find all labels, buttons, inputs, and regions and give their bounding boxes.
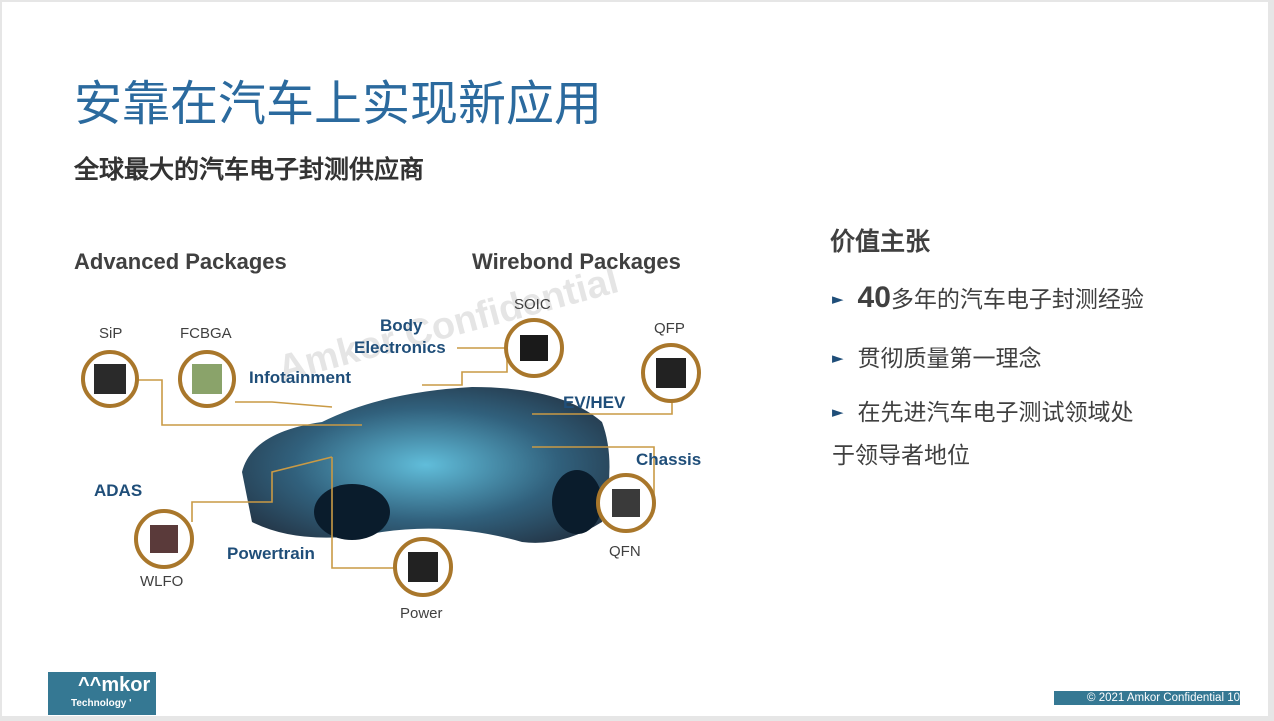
car-image (242, 387, 610, 543)
value-title: 价值主张 (830, 227, 931, 256)
value-item-1: ►40多年的汽车电子封测经验 (832, 281, 1144, 314)
bullet-icon: ► (832, 403, 844, 421)
bullet-icon: ► (832, 290, 844, 308)
amkor-logo: ^^mkor Technology ' (48, 672, 156, 715)
sip-label: SiP (99, 325, 123, 342)
power-label: Power (400, 605, 443, 622)
connector-lines (137, 347, 673, 569)
page-subtitle: 全球最大的汽车电子封测供应商 (74, 155, 425, 184)
adas-label: ADAS (94, 481, 143, 500)
evhev-label: EV/HEV (563, 393, 626, 412)
value-item-3-cont: 于领导者地位 (832, 443, 970, 469)
body-label: Body (380, 316, 423, 335)
powertrain-label: Powertrain (227, 544, 315, 563)
footer-confidential: © 2021 Amkor Confidential 10 (1054, 691, 1240, 705)
qfn-label: QFN (609, 543, 641, 560)
infotainment-label: Infotainment (249, 368, 351, 387)
qfp-label: QFP (654, 320, 685, 337)
page-title: 安靠在汽车上实现新应用 (74, 76, 603, 132)
chassis-label: Chassis (636, 450, 702, 469)
value-item-2: ►贯彻质量第一理念 (832, 346, 1042, 372)
value-item-3: ►在先进汽车电子测试领域处 (832, 400, 1134, 426)
electronics-label: Electronics (354, 338, 446, 357)
bullet-icon: ► (832, 349, 844, 367)
fcbga-label: FCBGA (180, 325, 232, 342)
advanced-packages-label: Advanced Packages (74, 249, 287, 274)
wlfo-label: WLFO (140, 573, 184, 590)
wirebond-packages-label: Wirebond Packages (472, 249, 681, 274)
soic-label: SOIC (514, 296, 551, 313)
chip-icons (94, 335, 686, 582)
